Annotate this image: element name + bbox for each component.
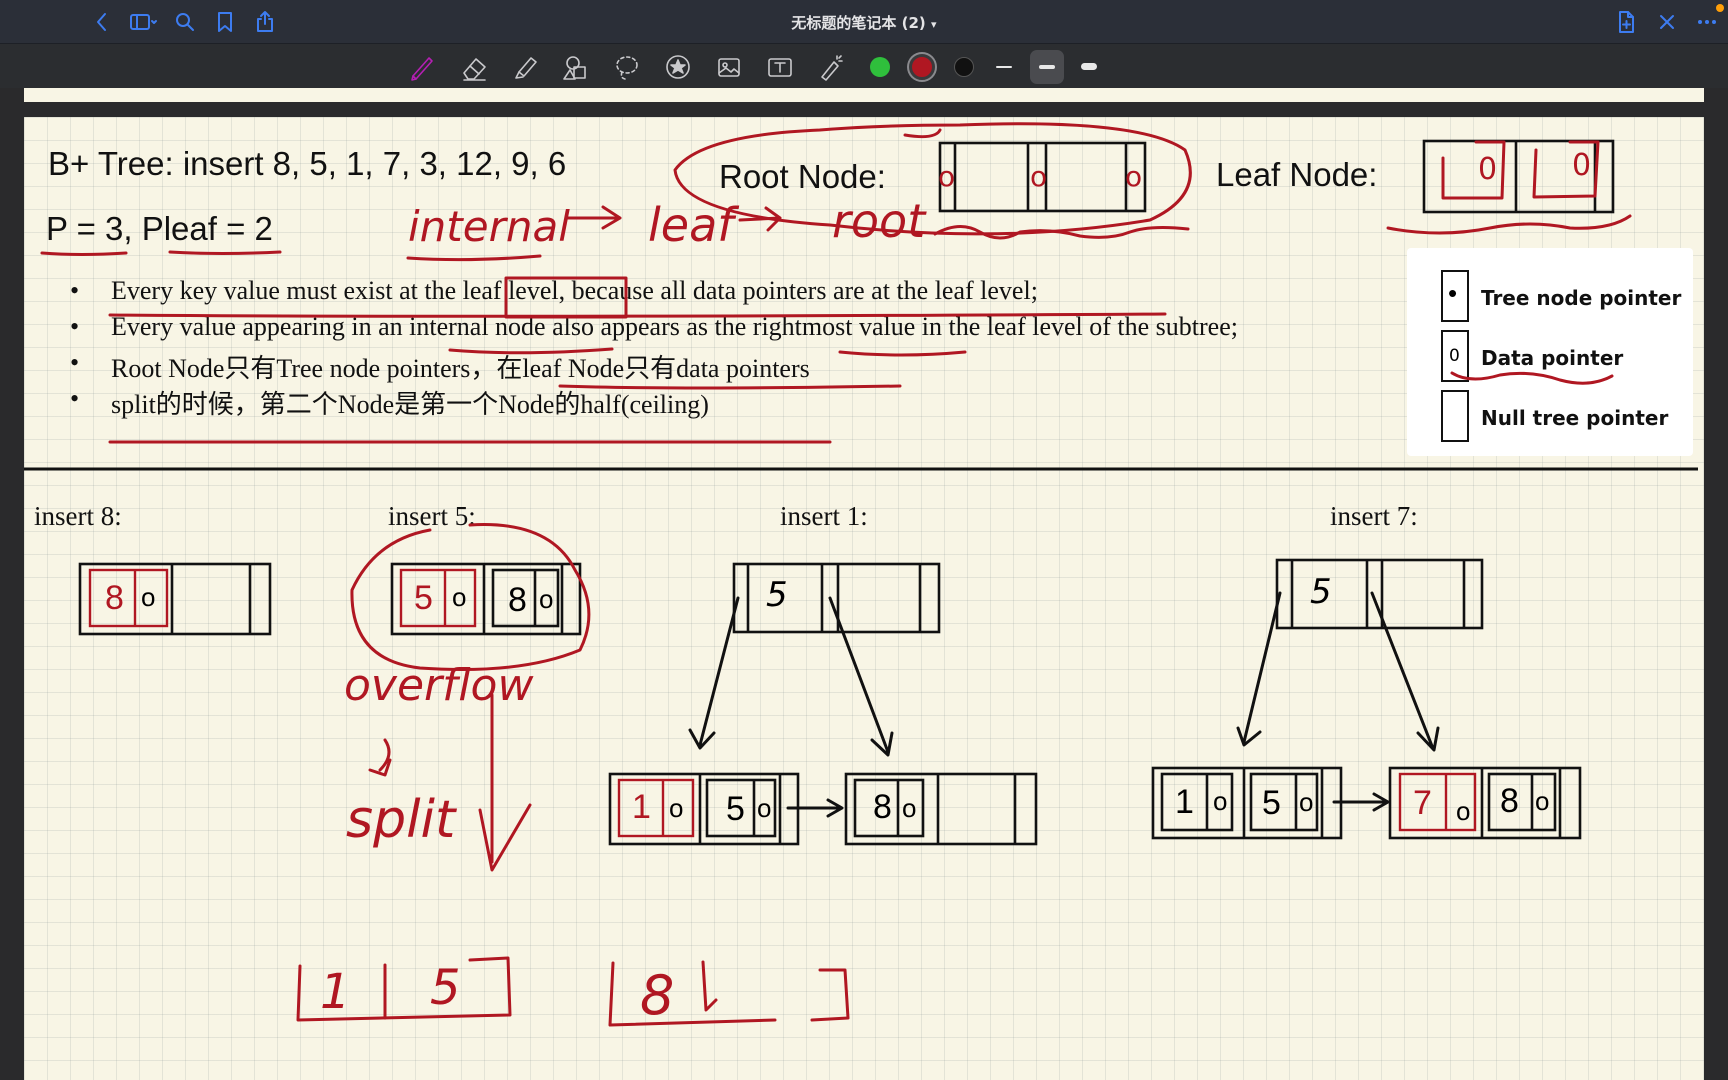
search-icon[interactable]: [173, 10, 197, 34]
stroke-medium-mark: [1039, 65, 1055, 69]
shapes-tool-icon[interactable]: [561, 52, 591, 82]
textbox-tool-icon[interactable]: [765, 52, 795, 82]
legend-row: 0 Data pointer: [1407, 330, 1693, 382]
step-label: insert 5:: [388, 501, 476, 531]
lasso-tool-icon[interactable]: [612, 52, 642, 82]
previous-page-edge: [24, 88, 1704, 102]
pointer-legend: • Tree node pointer 0 Data pointer Null …: [1407, 248, 1693, 456]
data-pointer: o: [669, 793, 684, 823]
color-swatch-black[interactable]: [954, 57, 974, 77]
rule-text: split的时候，第二个Node是第一个Node的half(ceiling): [111, 390, 709, 419]
stroke-thin-option[interactable]: [996, 66, 1012, 68]
share-icon[interactable]: [253, 10, 277, 34]
leaf-pointer-mark: 0: [1572, 148, 1592, 183]
legend-label: Tree node pointer: [1481, 286, 1682, 310]
handwritten-leaf: leaf: [648, 198, 734, 252]
leaf-node-label: Leaf Node:: [1216, 156, 1378, 193]
step-label: insert 1:: [780, 501, 868, 531]
data-pointer: o: [1299, 787, 1314, 817]
split-left-key: 1: [320, 964, 351, 1020]
data-pointer: o: [539, 584, 554, 614]
document-title-text[interactable]: 无标题的笔记本 (2): [791, 14, 926, 32]
root-node-label: Root Node:: [719, 158, 886, 195]
key-value: 7: [1413, 784, 1432, 822]
laser-pointer-icon[interactable]: [816, 52, 846, 82]
data-pointer: o: [452, 582, 467, 612]
pen-tool-icon[interactable]: [407, 52, 437, 82]
tree-pointer-dot: •: [1448, 278, 1458, 308]
data-pointer-zero: 0: [1449, 346, 1460, 366]
key-value: 1: [1175, 783, 1194, 821]
bullet-dot: •: [70, 384, 80, 413]
title-bar: 无标题的笔记本 (2) ▾: [0, 0, 1728, 44]
key-value: 5: [726, 790, 745, 828]
key-value: 8: [105, 579, 124, 617]
key-value: 5: [1262, 784, 1281, 822]
legend-row: • Tree node pointer: [1407, 270, 1693, 322]
data-pointer: o: [1535, 786, 1550, 816]
split-right-key: 8: [640, 964, 675, 1027]
drawing-toolbar: [0, 44, 1728, 88]
eraser-tool-icon[interactable]: [459, 52, 489, 82]
heading-text: B+ Tree: insert 8, 5, 1, 7, 3, 12, 9, 6: [48, 145, 567, 182]
close-icon[interactable]: [1655, 10, 1679, 34]
chevron-down-icon[interactable]: ▾: [931, 18, 937, 31]
add-page-icon[interactable]: [1614, 10, 1638, 34]
handwritten-internal: internal: [408, 202, 570, 251]
legend-label: Null tree pointer: [1481, 406, 1669, 430]
step-label: insert 7:: [1330, 501, 1418, 531]
color-swatch-red-selected[interactable]: [909, 54, 935, 80]
sticker-tool-icon[interactable]: [663, 52, 693, 82]
stroke-thick-option[interactable]: [1081, 63, 1097, 70]
bullet-dot: •: [70, 312, 80, 341]
more-icon[interactable]: [1695, 10, 1719, 34]
data-pointer: o: [1456, 796, 1471, 826]
legend-row: Null tree pointer: [1407, 390, 1693, 442]
data-pointer: o: [1213, 786, 1228, 816]
legend-symbol-box: [1441, 390, 1469, 442]
highlighter-tool-icon[interactable]: [511, 52, 541, 82]
image-tool-icon[interactable]: [714, 52, 744, 82]
key-value: 8: [508, 581, 527, 619]
handwritten-split: split: [346, 790, 456, 850]
root-key-value: 5: [766, 575, 788, 615]
legend-symbol-box: 0: [1441, 330, 1469, 382]
data-pointer: o: [141, 582, 156, 612]
key-value: 1: [632, 788, 651, 826]
rule-text: Every value appearing in an internal nod…: [111, 312, 1238, 341]
params-text: P = 3, Pleaf = 2: [46, 210, 273, 247]
data-pointer: o: [902, 793, 917, 823]
root-pointer-mark: o: [1030, 160, 1048, 193]
legend-label: Data pointer: [1481, 346, 1624, 370]
key-value: 5: [414, 579, 433, 617]
notification-dot: [1716, 4, 1724, 12]
root-key-value: 5: [1310, 572, 1332, 612]
back-icon[interactable]: [90, 10, 114, 34]
handwritten-root: root: [832, 194, 926, 248]
key-value: 8: [873, 788, 892, 826]
split-left-key: 5: [430, 960, 461, 1016]
root-pointer-mark: o: [938, 160, 956, 193]
legend-symbol-box: •: [1441, 270, 1469, 322]
rule-text: Every key value must exist at the leaf l…: [111, 276, 1038, 305]
data-pointer: o: [757, 793, 772, 823]
rule-text: Root Node只有Tree node pointers，在leaf Node…: [111, 354, 810, 383]
leaf-pointer-mark: 0: [1478, 152, 1498, 187]
document-title[interactable]: 无标题的笔记本 (2) ▾: [0, 12, 1728, 33]
handwritten-overflow: overflow: [344, 660, 534, 711]
root-pointer-mark: o: [1125, 160, 1143, 193]
color-swatch-green[interactable]: [870, 57, 890, 77]
step-label: insert 8:: [34, 501, 122, 531]
sidebar-icon[interactable]: [128, 10, 158, 34]
key-value: 8: [1500, 782, 1519, 820]
bullet-dot: •: [70, 348, 80, 377]
bookmark-icon[interactable]: [213, 10, 237, 34]
bullet-dot: •: [70, 276, 80, 305]
